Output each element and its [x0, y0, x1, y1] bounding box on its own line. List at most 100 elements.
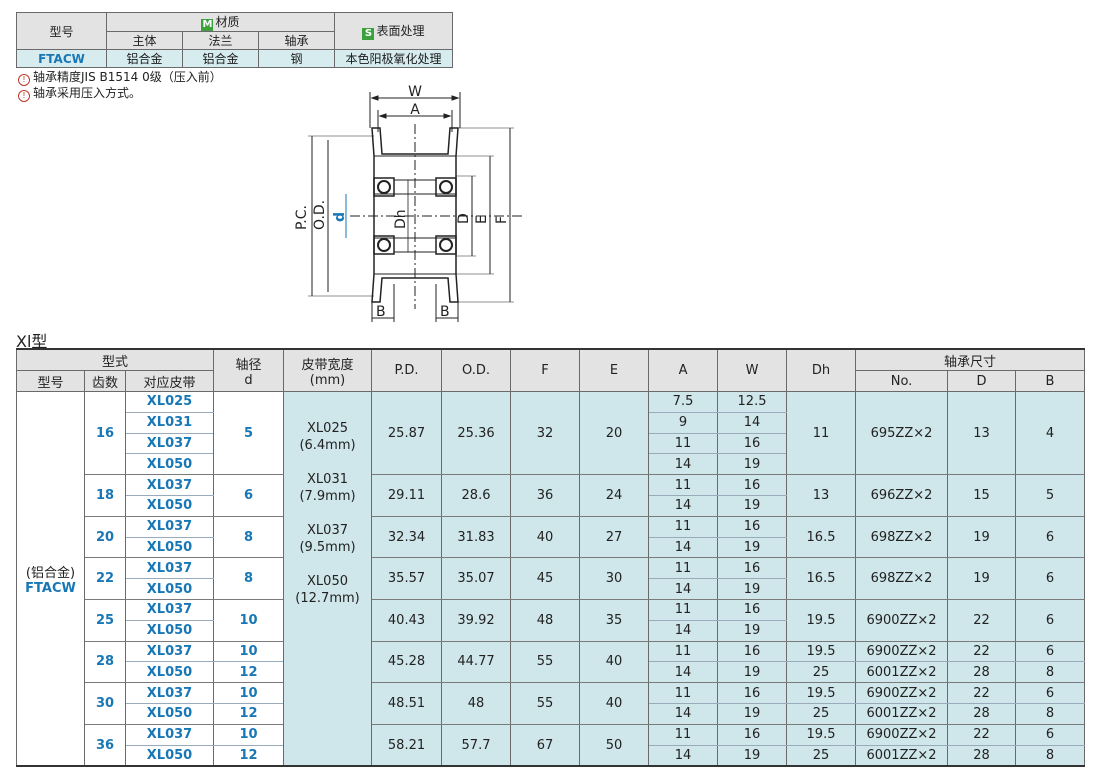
header-belt-width-label: 皮带宽度	[301, 357, 354, 373]
label-a: A	[410, 102, 420, 118]
f-cell: 48	[510, 599, 581, 642]
bearing-b-cell: 6	[1015, 599, 1086, 642]
header-surface-label: 表面处理	[376, 24, 425, 38]
teeth-cell: 16	[84, 391, 126, 476]
header-w: W	[717, 348, 788, 392]
label-w: W	[408, 84, 422, 100]
shaft-cell: 12	[213, 745, 285, 767]
material-body: 铝合金	[106, 49, 183, 68]
note-item: !轴承采用压入方式。	[18, 86, 222, 102]
bearing-b-cell: 6	[1015, 516, 1086, 559]
teeth-cell: 36	[84, 724, 126, 767]
bearing-d-cell: 13	[947, 391, 1017, 476]
teeth-cell: 18	[84, 474, 126, 517]
pd-cell: 48.51	[371, 682, 443, 725]
bearing-no-cell: 698ZZ×2	[855, 557, 949, 600]
a-cell: 11	[648, 516, 719, 538]
header-belt-width-sub: (mm)	[309, 372, 346, 388]
material-bearing: 钢	[258, 49, 335, 68]
a-cell: 14	[648, 495, 719, 517]
bearing-d-cell: 19	[947, 557, 1017, 600]
shaft-cell: 8	[213, 557, 285, 600]
od-cell: 39.92	[441, 599, 512, 642]
od-cell: 28.6	[441, 474, 512, 517]
bearing-d-cell: 19	[947, 516, 1017, 559]
sub-bearing: 轴承	[258, 31, 335, 50]
bearing-dh-cell: 13	[786, 474, 857, 517]
bearing-no-cell: 6900ZZ×2	[855, 724, 949, 746]
w-cell: 16	[717, 557, 788, 580]
f-cell: 40	[510, 516, 581, 559]
notes: !轴承精度JIS B1514 0级（压入前） !轴承采用压入方式。	[18, 70, 222, 102]
bearing-dh-cell: 16.5	[786, 516, 857, 559]
w-cell: 19	[717, 620, 788, 642]
surface-badge: S	[362, 28, 375, 40]
model-code: FTACW	[25, 580, 76, 596]
note-text: 轴承精度JIS B1514 0级（压入前）	[33, 70, 222, 84]
bearing-no-cell: 6900ZZ×2	[855, 599, 949, 642]
belt-cell: XL037	[124, 641, 215, 663]
f-cell: 55	[510, 641, 581, 684]
belt-cell: XL037	[124, 433, 215, 455]
bearing-dh-cell: 25	[786, 745, 857, 767]
header-bearing-group: 轴承尺寸	[855, 348, 1086, 371]
bearing-b-cell: 8	[1015, 745, 1086, 767]
w-cell: 19	[717, 537, 788, 559]
a-cell: 11	[648, 682, 719, 704]
od-cell: 35.07	[441, 557, 512, 600]
header-d: D	[947, 370, 1017, 392]
label-f: F	[494, 216, 510, 224]
note-text: 轴承采用压入方式。	[33, 86, 142, 100]
a-cell: 14	[648, 537, 719, 559]
bearing-no-cell: 695ZZ×2	[855, 391, 949, 476]
e-cell: 30	[579, 557, 650, 600]
od-cell: 48	[441, 682, 512, 725]
bearing-dh-cell: 25	[786, 661, 857, 684]
header-shaft-label: 轴径	[235, 357, 262, 373]
header-model: 型号	[16, 12, 107, 50]
a-cell: 11	[648, 724, 719, 746]
bearing-d-cell: 22	[947, 641, 1017, 663]
e-cell: 40	[579, 682, 650, 725]
w-cell: 16	[717, 474, 788, 496]
header-f: F	[510, 348, 581, 392]
header-belt: 对应皮带	[124, 370, 215, 392]
label-dh: Dh	[393, 209, 409, 229]
od-cell: 44.77	[441, 641, 512, 684]
belt-cell: XL050	[124, 745, 215, 767]
od-cell: 25.36	[441, 391, 512, 476]
f-cell: 32	[510, 391, 581, 476]
f-cell: 55	[510, 682, 581, 725]
w-cell: 19	[717, 578, 788, 600]
bearing-d-cell: 22	[947, 599, 1017, 642]
header-type-group: 型式	[15, 348, 215, 371]
bearing-no-cell: 6001ZZ×2	[855, 745, 949, 767]
header-model: 型号	[16, 370, 85, 392]
a-cell: 14	[648, 745, 719, 767]
sub-flange: 法兰	[182, 31, 259, 50]
note-item: !轴承精度JIS B1514 0级（压入前）	[18, 70, 222, 86]
belt-cell: XL050	[124, 620, 215, 642]
teeth-cell: 25	[84, 599, 126, 642]
w-cell: 16	[717, 682, 788, 704]
bearing-b-cell: 4	[1015, 391, 1086, 476]
header-shaft-sub: d	[244, 372, 253, 388]
header-dh: Dh	[786, 348, 857, 392]
bearing-b-cell: 6	[1015, 557, 1086, 600]
belt-cell: XL025	[124, 391, 215, 413]
label-d: d	[332, 212, 348, 222]
header-e: E	[579, 348, 650, 392]
bearing-b-cell: 6	[1015, 682, 1086, 704]
pd-cell: 25.87	[371, 391, 443, 476]
